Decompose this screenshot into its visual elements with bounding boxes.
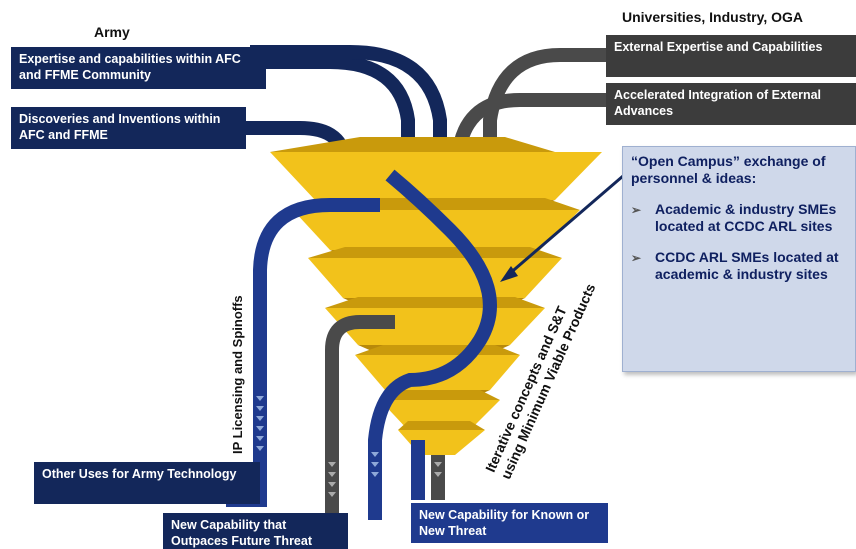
callout-item: ➢ Academic & industry SMEs located at CC…	[631, 201, 849, 235]
input-box-expertise: Expertise and capabilities within AFC an…	[11, 47, 266, 89]
funnel	[270, 137, 602, 455]
arrow-bullet-icon: ➢	[631, 251, 642, 265]
input-box-external-expertise: External Expertise and Capabilities	[606, 35, 856, 77]
callout-item-text: CCDC ARL SMEs located at academic & indu…	[655, 249, 839, 282]
callout-item-text: Academic & industry SMEs located at CCDC…	[655, 201, 837, 234]
callout-item: ➢ CCDC ARL SMEs located at academic & in…	[631, 249, 849, 283]
input-box-discoveries: Discoveries and Inventions within AFC an…	[11, 107, 246, 149]
outpaces-grey-stream	[325, 315, 395, 515]
open-campus-callout: “Open Campus” exchange of personnel & id…	[622, 146, 856, 372]
navy-stream-2	[250, 45, 447, 160]
output-box-other-uses: Other Uses for Army Technology	[34, 462, 260, 504]
input-box-external-advances: Accelerated Integration of External Adva…	[606, 83, 856, 125]
ip-stream	[226, 198, 380, 507]
ip-licensing-label: IP Licensing and Spinoffs	[230, 295, 245, 454]
output-box-outpaces: New Capability that Outpaces Future Thre…	[163, 513, 348, 549]
winding-stream	[368, 169, 497, 520]
callout-title: “Open Campus” exchange of personnel & id…	[631, 153, 826, 186]
partners-header: Universities, Industry, OGA	[622, 9, 804, 25]
flow-arrow-marks	[256, 396, 442, 497]
army-header: Army	[94, 24, 130, 40]
grey-stream-1	[483, 48, 612, 210]
callout-arrow	[500, 168, 631, 282]
stream-paths-front	[226, 169, 497, 520]
output-box-known-threat: New Capability for Known or New Threat	[411, 503, 608, 543]
navy-stream-1	[250, 55, 415, 180]
arrow-bullet-icon: ➢	[631, 203, 642, 217]
